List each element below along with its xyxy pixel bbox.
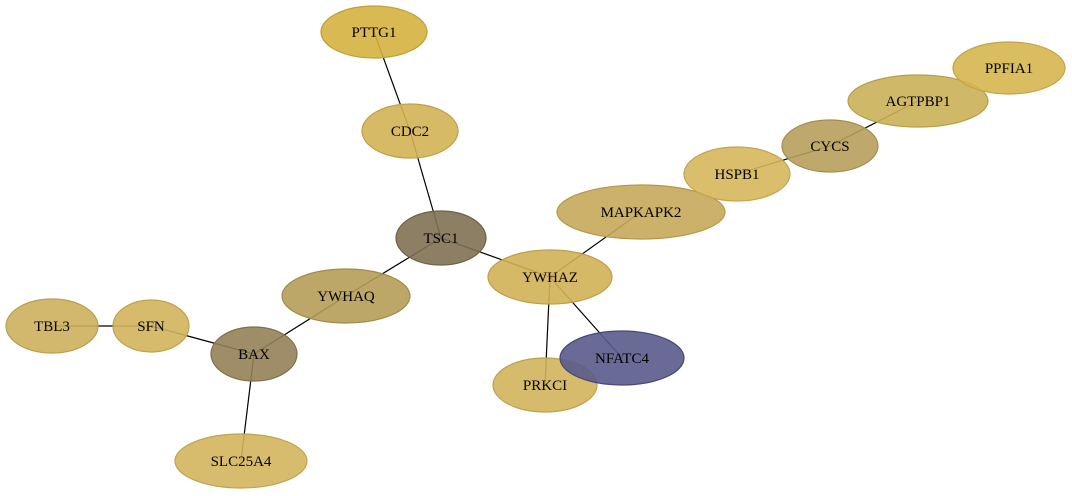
node-cdc2[interactable]: CDC2 <box>361 103 459 159</box>
node-label-hspb1: HSPB1 <box>714 167 759 183</box>
node-nfatc4[interactable]: NFATC4 <box>559 330 685 386</box>
node-sfn[interactable]: SFN <box>112 299 190 353</box>
node-ellipse-slc25a4 <box>174 433 308 489</box>
node-hspb1[interactable]: HSPB1 <box>683 146 791 202</box>
node-ellipse-tsc1 <box>395 210 487 266</box>
node-label-mapkapk2: MAPKAPK2 <box>601 205 682 221</box>
node-ellipse-bax <box>210 326 298 382</box>
node-mapkapk2[interactable]: MAPKAPK2 <box>556 184 726 240</box>
node-ellipse-cycs <box>781 119 879 173</box>
node-label-prkci: PRKCI <box>523 378 567 394</box>
node-slc25a4[interactable]: SLC25A4 <box>174 433 308 489</box>
node-label-tsc1: TSC1 <box>423 231 458 247</box>
node-tbl3[interactable]: TBL3 <box>5 298 99 354</box>
node-ellipse-mapkapk2 <box>556 184 726 240</box>
node-agtpbp1[interactable]: AGTPBP1 <box>847 74 989 128</box>
node-label-ppfia1: PPFIA1 <box>985 61 1033 77</box>
node-label-sfn: SFN <box>137 319 165 335</box>
node-label-slc25a4: SLC25A4 <box>211 454 272 470</box>
node-label-cdc2: CDC2 <box>391 124 429 140</box>
node-label-ywhaz: YWHAZ <box>522 270 578 286</box>
node-ywhaq[interactable]: YWHAQ <box>281 268 411 324</box>
node-ellipse-agtpbp1 <box>847 74 989 128</box>
node-bax[interactable]: BAX <box>210 326 298 382</box>
node-ellipse-tbl3 <box>5 298 99 354</box>
node-ellipse-sfn <box>112 299 190 353</box>
node-label-pttg1: PTTG1 <box>352 25 397 41</box>
node-tsc1[interactable]: TSC1 <box>395 210 487 266</box>
node-label-ywhaq: YWHAQ <box>317 289 375 305</box>
node-ellipse-cdc2 <box>361 103 459 159</box>
node-ellipse-ppfia1 <box>952 41 1066 95</box>
node-ellipse-hspb1 <box>683 146 791 202</box>
node-label-agtpbp1: AGTPBP1 <box>885 94 950 110</box>
node-cycs[interactable]: CYCS <box>781 119 879 173</box>
node-ywhaz[interactable]: YWHAZ <box>487 249 613 305</box>
node-label-cycs: CYCS <box>810 139 849 155</box>
node-label-nfatc4: NFATC4 <box>595 351 649 367</box>
node-ellipse-nfatc4 <box>559 330 685 386</box>
node-ellipse-ywhaz <box>487 249 613 305</box>
node-label-tbl3: TBL3 <box>34 319 70 335</box>
node-label-bax: BAX <box>238 347 270 363</box>
node-ellipse-ywhaq <box>281 268 411 324</box>
node-ppfia1[interactable]: PPFIA1 <box>952 41 1066 95</box>
node-ellipse-pttg1 <box>320 5 428 59</box>
node-pttg1[interactable]: PTTG1 <box>320 5 428 59</box>
edges-layer <box>52 31 919 462</box>
